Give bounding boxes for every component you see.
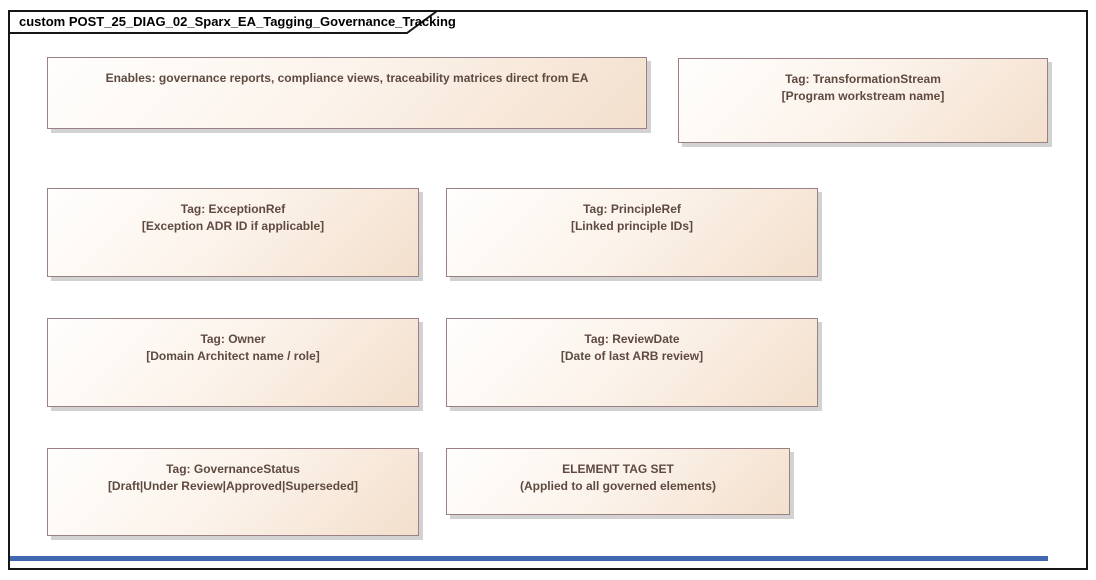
element-box-tag-transformation-stream[interactable]: Tag: TransformationStream [Program works… [678,58,1048,143]
box-text-line: Tag: PrincipleRef [583,202,681,216]
bottom-blue-bar [10,556,1048,561]
box-text-line: Tag: TransformationStream [785,72,941,86]
element-box-element-tag-set[interactable]: ELEMENT TAG SET (Applied to all governed… [446,448,790,515]
box-text-line: ELEMENT TAG SET [562,462,674,476]
element-box-tag-exception-ref[interactable]: Tag: ExceptionRef [Exception ADR ID if a… [47,188,419,277]
box-text-line: [Exception ADR ID if applicable] [141,219,325,233]
box-text-line: Enables: governance reports, compliance … [105,71,589,85]
box-text-line: (Applied to all governed elements) [519,479,717,493]
box-text-line: [Date of last ARB review] [560,349,704,363]
box-text-line: [Program workstream name] [781,89,945,103]
box-text-line: [Domain Architect name / role] [146,349,320,363]
frame-tab-shape [8,10,440,34]
element-box-tag-principle-ref[interactable]: Tag: PrincipleRef [Linked principle IDs] [446,188,818,277]
box-text-line: [Draft|Under Review|Approved|Superseded] [107,479,359,493]
box-text-line: Tag: ExceptionRef [180,202,286,216]
box-text-line: [Linked principle IDs] [570,219,693,233]
element-box-tag-review-date[interactable]: Tag: ReviewDate [Date of last ARB review… [446,318,818,407]
box-text-line: Tag: Owner [200,332,266,346]
box-text-line: Tag: GovernanceStatus [166,462,300,476]
element-box-tag-owner[interactable]: Tag: Owner [Domain Architect name / role… [47,318,419,407]
element-box-enables-note[interactable]: Enables: governance reports, compliance … [47,57,647,129]
box-text-line: Tag: ReviewDate [584,332,680,346]
element-box-tag-governance-status[interactable]: Tag: GovernanceStatus [Draft|Under Revie… [47,448,419,536]
diagram-title: custom POST_25_DIAG_02_Sparx_EA_Tagging_… [19,14,456,29]
diagram-frame-tab[interactable]: custom POST_25_DIAG_02_Sparx_EA_Tagging_… [8,10,456,35]
